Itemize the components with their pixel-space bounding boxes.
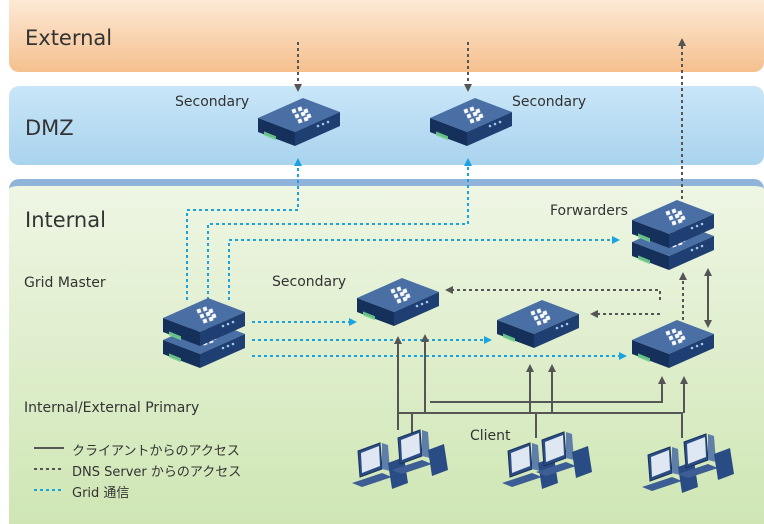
internal-zone-label: Internal (25, 208, 106, 232)
dmz-secondary-left-appliance-icon (258, 98, 340, 146)
grid-line-dmz-left (186, 158, 302, 300)
legend-grid-text: Grid 通信 (72, 486, 130, 501)
grid-master-label: Grid Master (24, 275, 106, 291)
external-zone-label: External (25, 26, 113, 50)
client-bus-line (397, 412, 683, 438)
dmz-secondary-right-label: Secondary (512, 94, 587, 110)
internal-secondary-appliance-icon (357, 278, 439, 326)
client-label: Client (470, 428, 511, 444)
external-zone: External (9, 0, 764, 72)
internal-secondary-label: Secondary (272, 274, 347, 290)
dmz-zone: DMZ (9, 86, 764, 165)
mid-server-appliance-icon (497, 300, 579, 348)
right-server-appliance-icon (632, 320, 714, 368)
dmz-secondary-left-label: Secondary (175, 94, 250, 110)
dmz-secondary-right-appliance-icon (430, 98, 512, 146)
grid-line-forwarders (228, 236, 620, 300)
legend-dns-access-text: DNS Server からのアクセス (72, 465, 242, 480)
legend-client-access-text: クライアントからのアクセス (72, 444, 240, 459)
dns-line-to-secondary (445, 286, 661, 300)
grid-line-dmz-right (207, 158, 472, 300)
client-up-right-a (430, 376, 666, 403)
dmz-zone-label: DMZ (25, 116, 74, 140)
primary-label: Internal/External Primary (24, 400, 200, 416)
client-pc-left-2-icon (391, 429, 449, 477)
forwarders-label: Forwarders (550, 203, 628, 219)
client-pc-right-2-icon (677, 433, 735, 481)
client-pc-mid-2-icon (535, 431, 593, 479)
